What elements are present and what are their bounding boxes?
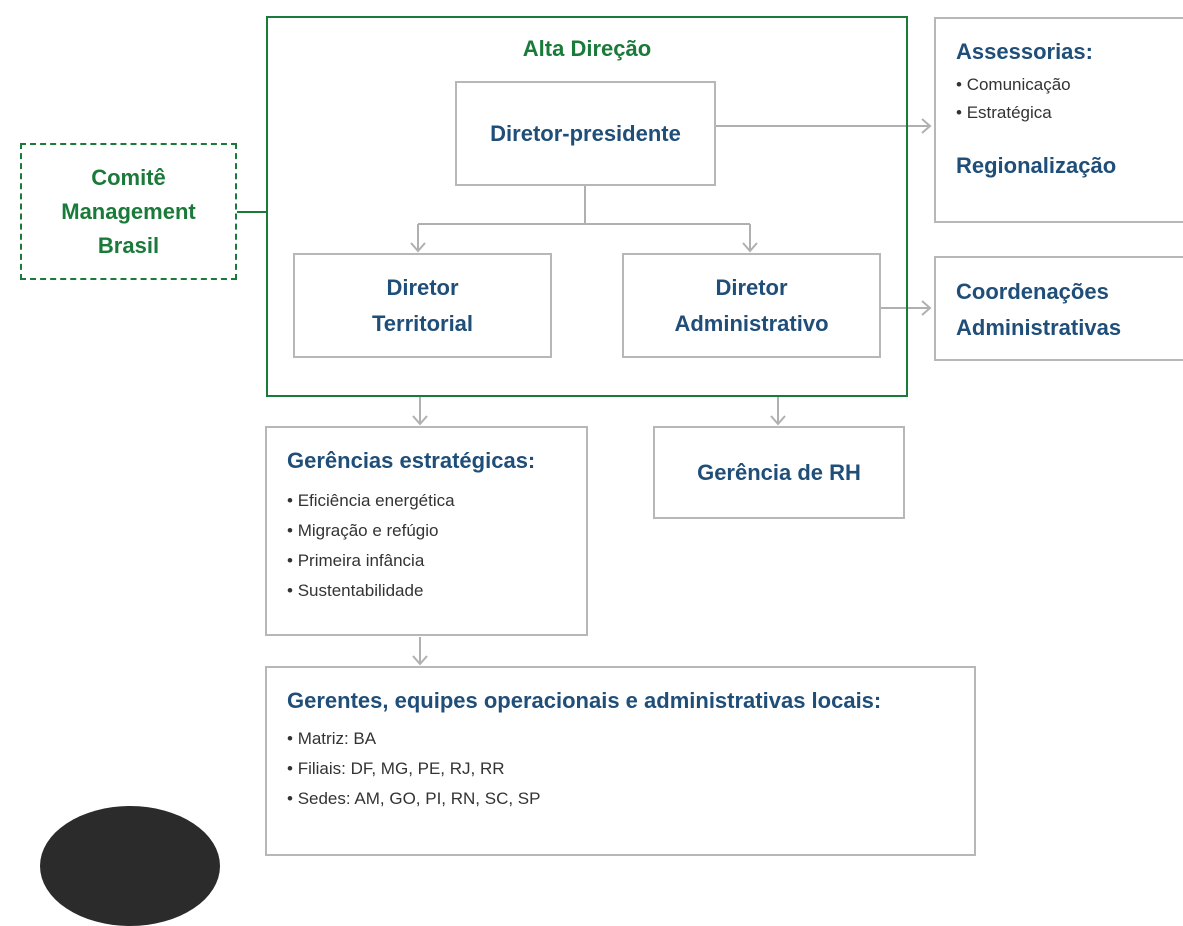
territorial-director-box: Diretor Territorial — [293, 253, 552, 358]
local-item: Sedes: AM, GO, PI, RN, SC, SP — [287, 784, 974, 814]
local-teams-title: Gerentes, equipes operacionais e adminis… — [287, 688, 882, 713]
strategic-item: Migração e refúgio — [287, 516, 586, 546]
advisory-item: Comunicação — [956, 71, 1183, 99]
advisory-box: Assessorias: Comunicação Estratégica Reg… — [934, 17, 1183, 223]
strategic-item: Primeira infância — [287, 546, 586, 576]
local-item: Matriz: BA — [287, 724, 974, 754]
regionalization-label: Regionalização — [956, 153, 1117, 178]
administrative-director-box: Diretor Administrativo — [622, 253, 881, 358]
local-teams-list: Matriz: BA Filiais: DF, MG, PE, RJ, RR S… — [287, 724, 974, 814]
committee-line-2: Management — [61, 198, 196, 224]
administrative-line-1: Diretor — [715, 274, 788, 300]
territorial-arrowhead — [410, 242, 426, 253]
strategic-item: Eficiência energética — [287, 486, 586, 516]
strategic-management-list: Eficiência energética Migração e refúgio… — [287, 486, 586, 606]
committee-line-3: Brasil — [97, 232, 160, 258]
top-management-box: Alta Direção — [266, 16, 908, 397]
committee-box: Comitê Management Brasil — [20, 143, 237, 280]
coordinations-line-2: Administrativas — [956, 315, 1122, 340]
committee-line-1: Comitê — [91, 164, 166, 190]
local-teams-box: Gerentes, equipes operacionais e adminis… — [265, 666, 976, 856]
hr-arrowhead — [770, 415, 786, 426]
local-arrowhead — [412, 655, 428, 666]
top-management-title: Alta Direção — [522, 36, 652, 61]
coordinations-arrowhead — [921, 300, 932, 316]
coordinations-line-1: Coordenações — [956, 279, 1109, 304]
advisory-title: Assessorias: — [956, 39, 1093, 64]
hr-box: Gerência de RH — [653, 426, 905, 519]
hr-title: Gerência de RH — [697, 459, 861, 485]
local-item: Filiais: DF, MG, PE, RJ, RR — [287, 754, 974, 784]
strategic-management-title: Gerências estratégicas: — [287, 448, 536, 473]
president-box: Diretor-presidente — [455, 81, 716, 186]
territorial-line-2: Territorial — [371, 310, 474, 336]
advisory-list: Comunicação Estratégica — [956, 71, 1183, 127]
advisory-item: Estratégica — [956, 99, 1183, 127]
strategic-management-box: Gerências estratégicas: Eficiência energ… — [265, 426, 588, 636]
avatar — [40, 806, 220, 926]
territorial-line-1: Diretor — [386, 274, 459, 300]
connector-lines — [237, 118, 932, 666]
strategic-arrowhead — [412, 415, 428, 426]
administrative-arrowhead — [742, 242, 758, 253]
administrative-line-2: Administrativo — [674, 310, 829, 336]
strategic-item: Sustentabilidade — [287, 576, 586, 606]
president-label: Diretor-presidente — [490, 120, 681, 146]
coordinations-box: Coordenações Administrativas — [934, 256, 1183, 361]
advisory-arrowhead — [921, 118, 932, 134]
